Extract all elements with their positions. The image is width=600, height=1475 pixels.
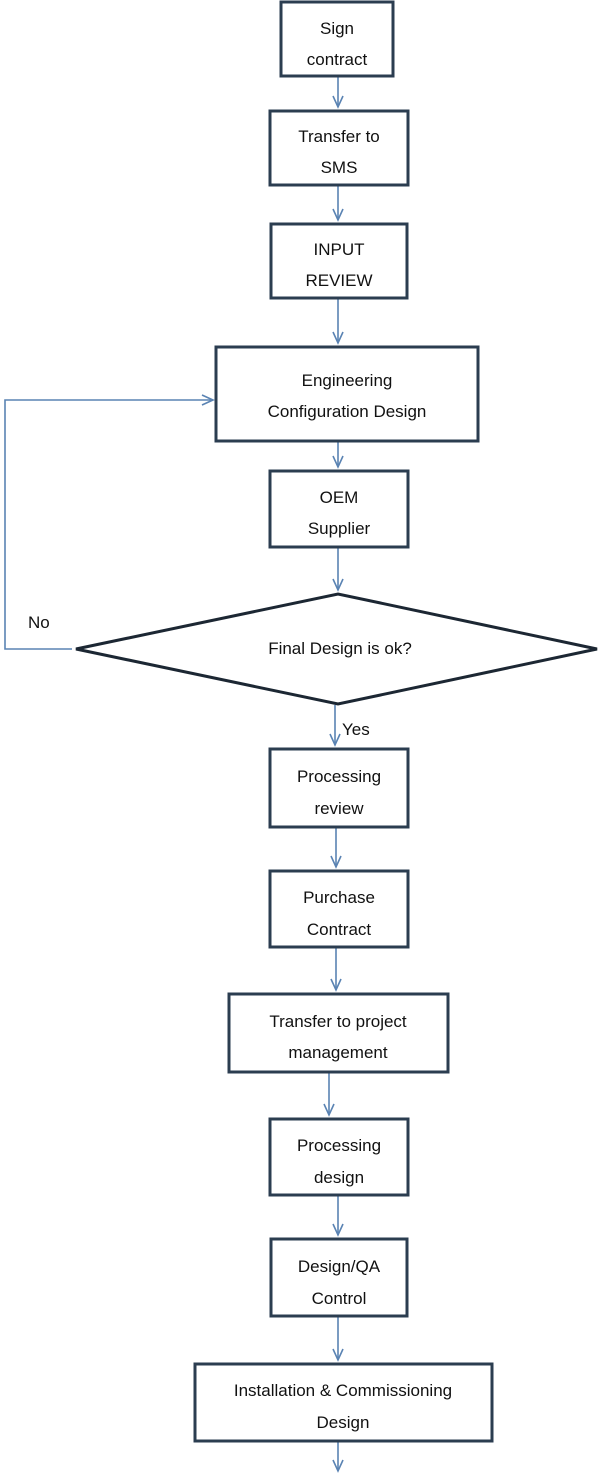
- step-processing-design: Processing design: [268, 1117, 410, 1197]
- step-transfer-to-sms: Transfer to SMS: [268, 109, 410, 187]
- step-input-review: INPUT REVIEW: [269, 222, 409, 300]
- step-text-line: REVIEW: [305, 271, 372, 290]
- step-text-line: Transfer to: [298, 127, 380, 146]
- step-installation-commissioning-design: Installation & Commissioning Design: [193, 1362, 494, 1443]
- step-text-line: Processing: [297, 767, 381, 786]
- step-purchase-contract: Purchase Contract: [268, 869, 410, 949]
- connector-no-loop: [4, 394, 215, 650]
- step-text-line: Engineering: [302, 371, 393, 390]
- no-label: No: [28, 613, 50, 632]
- step-text-line: management: [288, 1043, 388, 1062]
- yes-label: Yes: [342, 720, 370, 739]
- step-text-line: Configuration Design: [268, 402, 427, 421]
- step-text-line: Installation & Commissioning: [234, 1381, 452, 1400]
- decision-text: Final Design is ok?: [268, 639, 412, 658]
- step-text-line: Sign: [320, 19, 354, 38]
- step-oem-supplier: OEM Supplier: [268, 469, 410, 549]
- step-text-line: Purchase: [303, 888, 375, 907]
- step-design-qa-control: Design/QA Control: [269, 1237, 409, 1318]
- step-text-line: Processing: [297, 1136, 381, 1155]
- decision-final-design: Final Design is ok?: [75, 592, 598, 706]
- step-text-line: SMS: [321, 158, 358, 177]
- step-text-line: Design: [317, 1413, 370, 1432]
- step-transfer-to-project-management: Transfer to project management: [227, 992, 450, 1074]
- step-text-line: INPUT: [314, 240, 365, 259]
- step-text-line: Transfer to project: [269, 1012, 407, 1031]
- step-text-line: Contract: [307, 920, 372, 939]
- step-text-line: Design/QA: [298, 1257, 381, 1276]
- step-engineering-configuration-design: Engineering Configuration Design: [214, 345, 480, 443]
- step-processing-review: Processing review: [268, 747, 410, 829]
- step-sign-contract: Sign contract: [279, 0, 395, 78]
- step-text-line: OEM: [320, 488, 359, 507]
- step-text-line: design: [314, 1168, 364, 1187]
- step-text-line: Supplier: [308, 519, 371, 538]
- step-text-line: Control: [312, 1289, 367, 1308]
- step-text-line: contract: [307, 50, 368, 69]
- step-text-line: review: [314, 799, 364, 818]
